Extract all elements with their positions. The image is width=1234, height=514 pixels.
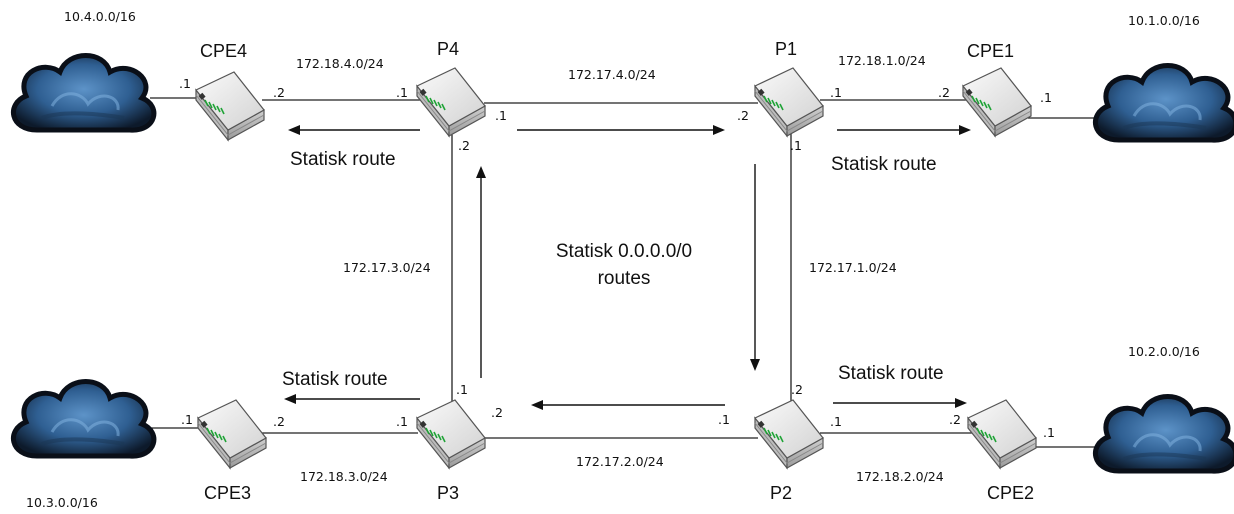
if-label-cpe4-p4: .2 — [273, 85, 285, 100]
route-arrow-cpe4 — [288, 125, 420, 135]
cloud-label-bottom-right: 10.2.0.0/16 — [1128, 344, 1200, 359]
if-label-p4-p3: .2 — [458, 138, 470, 153]
router-icon-cpe2 — [967, 399, 1037, 469]
route-label-bottom-right: Statisk route — [838, 363, 944, 384]
if-label-cpe2-p2: .2 — [949, 412, 961, 427]
router-icon-p3 — [416, 399, 486, 469]
route-label-bottom-left: Statisk route — [282, 369, 388, 390]
route-arrow-p2 — [750, 164, 760, 371]
subnet-label-p1-p2: 172.17.1.0/24 — [809, 260, 897, 275]
route-arrow-p3 — [531, 400, 725, 410]
if-label-p1-p2: .1 — [790, 138, 802, 153]
if-label-p3-cpe3: .1 — [396, 414, 408, 429]
cloud-label-top-left: 10.4.0.0/16 — [64, 9, 136, 24]
if-label-p3-p4: .1 — [456, 382, 468, 397]
if-label-cpe3-p3: .2 — [273, 414, 285, 429]
if-label-p2-cpe2: .1 — [830, 414, 842, 429]
cloud-icon-top-right — [1095, 66, 1234, 141]
route-label-top-left: Statisk route — [290, 149, 396, 170]
if-label-cpe1-p1: .2 — [938, 85, 950, 100]
route-label-top-right: Statisk route — [831, 154, 937, 175]
subnet-label-cpe3-p3: 172.18.3.0/24 — [300, 469, 388, 484]
subnet-label-p3-p2: 172.17.2.0/24 — [576, 454, 664, 469]
route-label-center-line2: routes — [598, 268, 651, 289]
router-icon-cpe1 — [962, 67, 1032, 137]
if-label-cloud4-cpe4: .1 — [179, 76, 191, 91]
router-icon-cpe4 — [195, 71, 265, 141]
if-label-p4-cpe4: .1 — [396, 85, 408, 100]
router-icon-p4 — [416, 67, 486, 137]
route-arrow-p4 — [476, 166, 486, 378]
cloud-label-top-right: 10.1.0.0/16 — [1128, 13, 1200, 28]
subnet-label-p2-cpe2: 172.18.2.0/24 — [856, 469, 944, 484]
router-name-cpe3: CPE3 — [204, 483, 251, 503]
subnet-label-cpe4-p4: 172.18.4.0/24 — [296, 56, 384, 71]
if-label-p2-p3: .1 — [718, 412, 730, 427]
if-label-p1-cpe1: .1 — [830, 85, 842, 100]
if-label-p4-p1: .1 — [495, 108, 507, 123]
if-label-p2-p1: .2 — [791, 382, 803, 397]
router-name-p3: P3 — [437, 483, 459, 503]
route-arrow-cpe1 — [837, 125, 971, 135]
router-name-cpe4: CPE4 — [200, 41, 247, 61]
router-name-cpe2: CPE2 — [987, 483, 1034, 503]
router-name-cpe1: CPE1 — [967, 41, 1014, 61]
route-label-center-line1: Statisk 0.0.0.0/0 — [556, 241, 692, 262]
router-icon-p2 — [754, 399, 824, 469]
route-arrow-cpe3 — [284, 394, 420, 404]
router-icon-cpe3 — [197, 399, 267, 469]
if-label-cloud3-cpe3: .1 — [181, 412, 193, 427]
subnet-label-p1-cpe1: 172.18.1.0/24 — [838, 53, 926, 68]
cloud-icon-top-left — [13, 56, 153, 131]
if-label-p3-p2: .2 — [491, 405, 503, 420]
if-label-p1-p4: .2 — [737, 108, 749, 123]
if-label-cpe2-cloud2: .1 — [1043, 425, 1055, 440]
cloud-icon-bottom-left — [13, 382, 153, 457]
route-arrow-cpe2 — [833, 398, 967, 408]
subnet-label-p4-p1: 172.17.4.0/24 — [568, 67, 656, 82]
cloud-label-bottom-left: 10.3.0.0/16 — [26, 495, 98, 510]
cloud-icon-bottom-right — [1095, 397, 1234, 472]
router-name-p4: P4 — [437, 39, 459, 59]
router-name-p1: P1 — [775, 39, 797, 59]
route-arrow-p1 — [517, 125, 725, 135]
router-icon-p1 — [754, 67, 824, 137]
if-label-cpe1-cloud1: .1 — [1040, 90, 1052, 105]
router-name-p2: P2 — [770, 483, 792, 503]
subnet-label-p4-p3: 172.17.3.0/24 — [343, 260, 431, 275]
